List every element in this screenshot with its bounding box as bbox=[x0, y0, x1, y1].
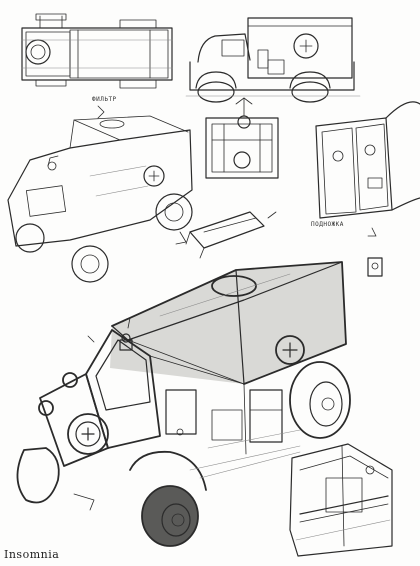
side-view-sketch bbox=[185, 17, 361, 103]
filter-label: ФИЛЬТР bbox=[92, 96, 117, 103]
step-label: ПОДНОЖКА bbox=[311, 221, 344, 228]
artist-signature: Insomnia bbox=[4, 548, 60, 561]
perspective-sketch-small bbox=[7, 105, 193, 283]
main-vehicle-sketch bbox=[16, 261, 351, 547]
interior-detail-sketch bbox=[289, 443, 393, 557]
filter-detail-sketch bbox=[205, 97, 279, 179]
rear-door-sketch bbox=[315, 101, 420, 219]
top-view-sketch bbox=[21, 13, 173, 89]
step-detail-sketch bbox=[175, 211, 383, 277]
